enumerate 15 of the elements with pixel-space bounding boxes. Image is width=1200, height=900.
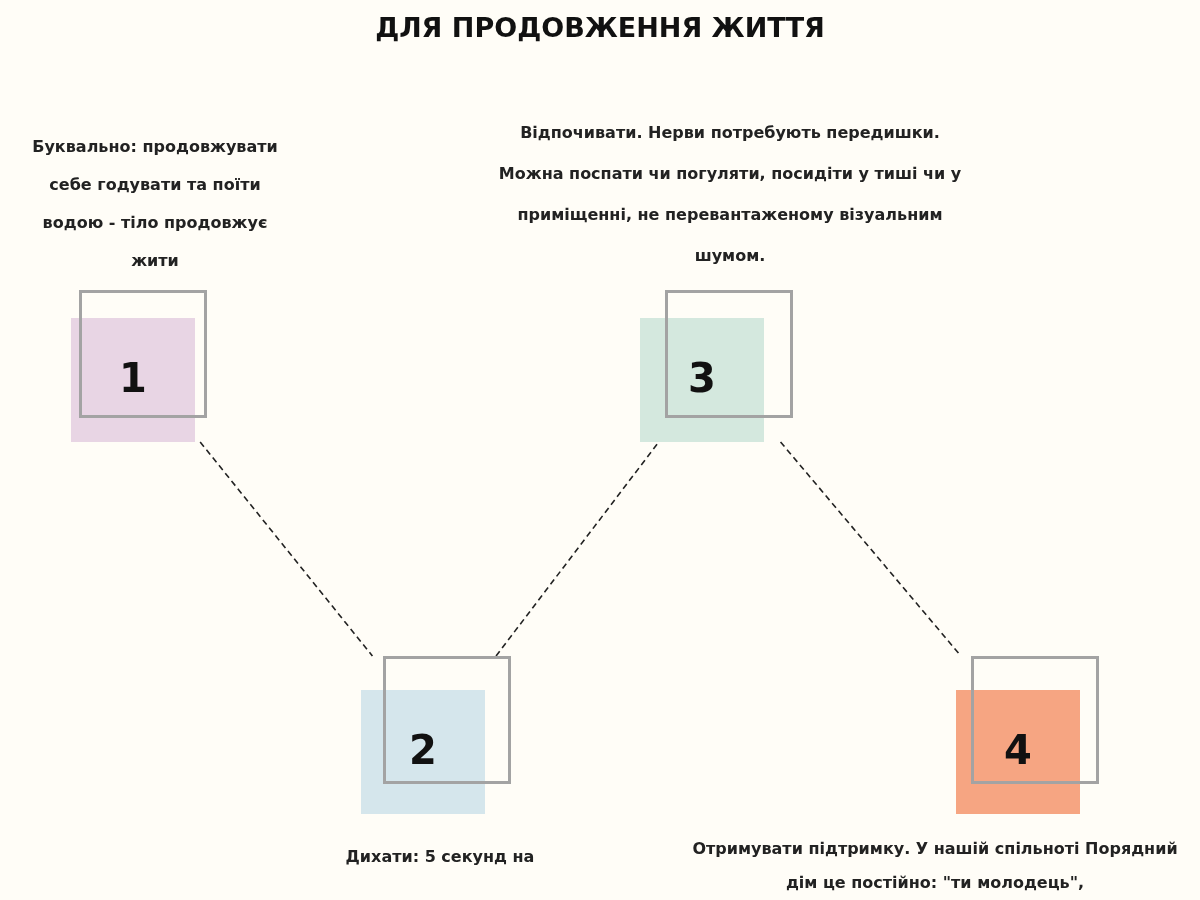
step-number: 3 — [687, 354, 717, 402]
diagram-title: ДЛЯ ПРОДОВЖЕННЯ ЖИТТЯ — [374, 12, 826, 43]
step-description: Отримувати підтримку. У нашій спільноті Порядний дім це постійно: "ти молодець", — [691, 838, 1179, 894]
numbered-square — [71, 290, 207, 442]
numbered-square — [640, 290, 793, 442]
numbered-square — [361, 656, 511, 814]
numbered-square — [956, 656, 1099, 814]
step-number: 4 — [1003, 726, 1033, 774]
step-description: Відпочивати. Нерви потребують передишки. Можна поспати чи погуляти, посидіти у тиші чи у приміщенні, не перевантаженому візуальним шумом. — [497, 122, 963, 267]
step-description: Дихати: 5 секунд на — [344, 846, 536, 868]
step-number: 1 — [118, 354, 148, 402]
step-number: 2 — [408, 726, 438, 774]
dashed-connector — [199, 441, 374, 657]
dashed-connector — [495, 441, 660, 657]
step-description: Буквально: продовжувати себе годувати та поїти водою - тіло продовжує жити — [31, 136, 279, 272]
